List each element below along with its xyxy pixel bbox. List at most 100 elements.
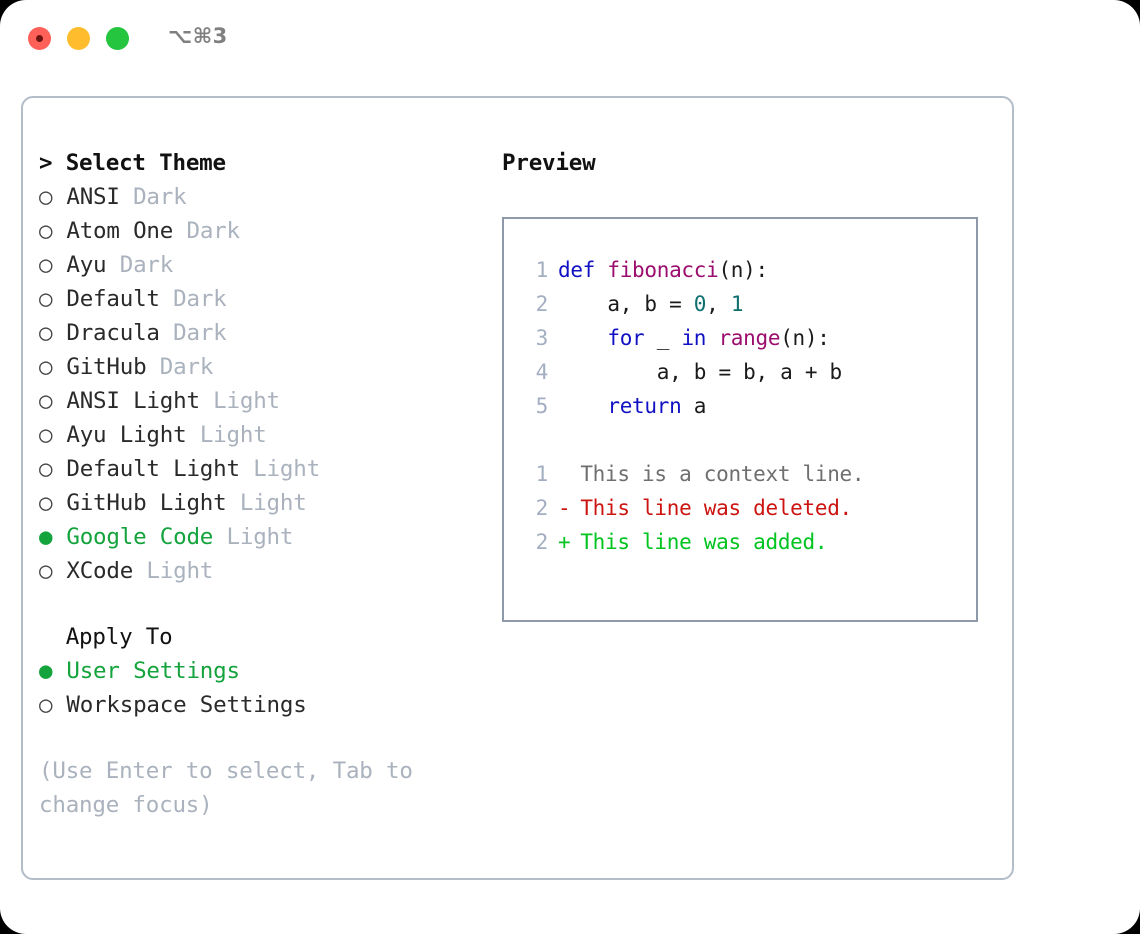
theme-option[interactable]: ○ Default Dark xyxy=(39,282,479,316)
apply-to-heading-label: Apply To xyxy=(65,624,173,650)
apply-to-option[interactable]: ● User Settings xyxy=(39,654,479,688)
code-line-text: return a xyxy=(558,394,706,418)
theme-option-variant: Light xyxy=(133,558,214,584)
theme-option[interactable]: ○ XCode Light xyxy=(39,554,479,588)
code-token-fn: range xyxy=(718,326,781,350)
theme-option-label: ANSI xyxy=(53,184,120,210)
code-line: 5 return a xyxy=(504,389,976,423)
theme-option[interactable]: ○ Default Light Light xyxy=(39,452,479,486)
theme-option-label: Ayu Light xyxy=(53,422,187,448)
theme-option[interactable]: ○ GitHub Dark xyxy=(39,350,479,384)
theme-option-label: Ayu xyxy=(53,252,107,278)
radio-unselected-icon: ○ xyxy=(39,692,53,718)
theme-option-variant: Light xyxy=(213,524,294,550)
code-line-text: for _ in range(n): xyxy=(558,326,829,350)
radio-unselected-icon: ○ xyxy=(39,286,53,312)
code-token-kw: def xyxy=(558,258,608,282)
diff-line-ctx: 1 This is a context line. xyxy=(504,457,976,491)
radio-selected-icon: ● xyxy=(39,658,53,684)
apply-to-indent xyxy=(39,624,66,650)
apply-to-option[interactable]: ○ Workspace Settings xyxy=(39,688,479,722)
theme-option-variant: Light xyxy=(239,456,320,482)
theme-option-label: XCode xyxy=(53,558,134,584)
diff-line-number: 2 xyxy=(535,530,549,554)
preview-spacer xyxy=(504,423,976,457)
radio-unselected-icon: ○ xyxy=(39,320,53,346)
theme-option[interactable]: ○ GitHub Light Light xyxy=(39,486,479,520)
code-token-plain: a, b = b, a + b xyxy=(558,360,842,384)
code-token-num: 0 xyxy=(693,292,707,316)
diff-text: This line was added. xyxy=(568,530,828,554)
radio-selected-icon: ● xyxy=(39,524,53,550)
diff-sample: 1 This is a context line.2- This line wa… xyxy=(504,457,976,559)
apply-to-option-label: Workspace Settings xyxy=(53,692,307,718)
diff-line-text: This is a context line. xyxy=(558,462,864,486)
keyboard-hint-line2: change focus) xyxy=(39,792,213,818)
keyboard-hint-line1: (Use Enter to select, Tab to xyxy=(39,758,413,784)
apply-to-block: Apply To ● User Settings○ Workspace Sett… xyxy=(39,620,479,722)
theme-picker-column: > Select Theme ○ ANSI Dark○ Atom One Dar… xyxy=(39,146,479,822)
theme-option-label: Google Code xyxy=(53,524,214,550)
theme-option[interactable]: ○ Ayu Light Light xyxy=(39,418,479,452)
code-line-number: 5 xyxy=(535,394,549,418)
diff-line-text: - This line was deleted. xyxy=(558,496,852,520)
diff-line-text: + This line was added. xyxy=(558,530,828,554)
close-window-button[interactable] xyxy=(28,27,51,50)
theme-option[interactable]: ○ Dracula Dark xyxy=(39,316,479,350)
theme-option-variant: Dark xyxy=(173,218,240,244)
theme-option[interactable]: ○ Ayu Dark xyxy=(39,248,479,282)
theme-option[interactable]: ○ Atom One Dark xyxy=(39,214,479,248)
code-token-kw: return xyxy=(607,394,682,418)
preview-heading: Preview xyxy=(502,150,596,176)
code-token-plain: _ xyxy=(644,326,682,350)
code-line: 2 a, b = 0, 1 xyxy=(504,287,976,321)
code-line: 4 a, b = b, a + b xyxy=(504,355,976,389)
keyboard-hint: (Use Enter to select, Tab to change focus… xyxy=(39,754,459,822)
code-token-kw: for xyxy=(607,326,645,350)
theme-option[interactable]: ○ ANSI Light Light xyxy=(39,384,479,418)
diff-sign: - xyxy=(558,496,571,520)
code-token-plain xyxy=(558,394,607,418)
apply-to-option-label: User Settings xyxy=(53,658,240,684)
diff-sign xyxy=(558,457,568,491)
theme-option-label: GitHub xyxy=(53,354,147,380)
minimize-window-button[interactable] xyxy=(67,27,90,50)
theme-option-variant: Dark xyxy=(106,252,174,278)
select-theme-heading-label: Select Theme xyxy=(65,150,226,176)
code-token-plain: (n): xyxy=(718,258,768,282)
select-theme-heading: > Select Theme xyxy=(39,146,479,180)
diff-sign: + xyxy=(558,530,571,554)
radio-unselected-icon: ○ xyxy=(39,218,53,244)
theme-option-variant: Light xyxy=(226,490,307,516)
diff-line-number: 1 xyxy=(535,462,549,486)
window-titlebar: ⌥⌘3 xyxy=(0,0,1140,78)
radio-unselected-icon: ○ xyxy=(39,252,53,278)
theme-option-variant: Light xyxy=(199,388,280,414)
radio-unselected-icon: ○ xyxy=(39,354,53,380)
theme-option-label: Dracula xyxy=(53,320,160,346)
code-token-plain xyxy=(706,326,718,350)
diff-text: This line was deleted. xyxy=(568,496,852,520)
code-line-text: def fibonacci(n): xyxy=(558,258,768,282)
main-panel: > Select Theme ○ ANSI Dark○ Atom One Dar… xyxy=(21,96,1014,880)
code-token-plain: a xyxy=(681,394,707,418)
theme-option[interactable]: ○ ANSI Dark xyxy=(39,180,479,214)
theme-option-label: Default xyxy=(53,286,160,312)
theme-option-label: Atom One xyxy=(53,218,174,244)
code-token-plain: a, b = xyxy=(558,292,694,316)
theme-option-label: Default Light xyxy=(53,456,240,482)
radio-unselected-icon: ○ xyxy=(39,558,53,584)
keyboard-shortcut-label: ⌥⌘3 xyxy=(168,24,228,48)
theme-option[interactable]: ● Google Code Light xyxy=(39,520,479,554)
theme-option-label: ANSI Light xyxy=(53,388,200,414)
diff-line-del: 2- This line was deleted. xyxy=(504,491,976,525)
focus-caret: > xyxy=(39,150,66,176)
code-line-number: 3 xyxy=(535,326,549,350)
code-line-number: 4 xyxy=(535,360,549,384)
maximize-window-button[interactable] xyxy=(106,27,129,50)
radio-unselected-icon: ○ xyxy=(39,456,53,482)
diff-line-number: 2 xyxy=(535,496,549,520)
theme-option-variant: Dark xyxy=(159,286,227,312)
